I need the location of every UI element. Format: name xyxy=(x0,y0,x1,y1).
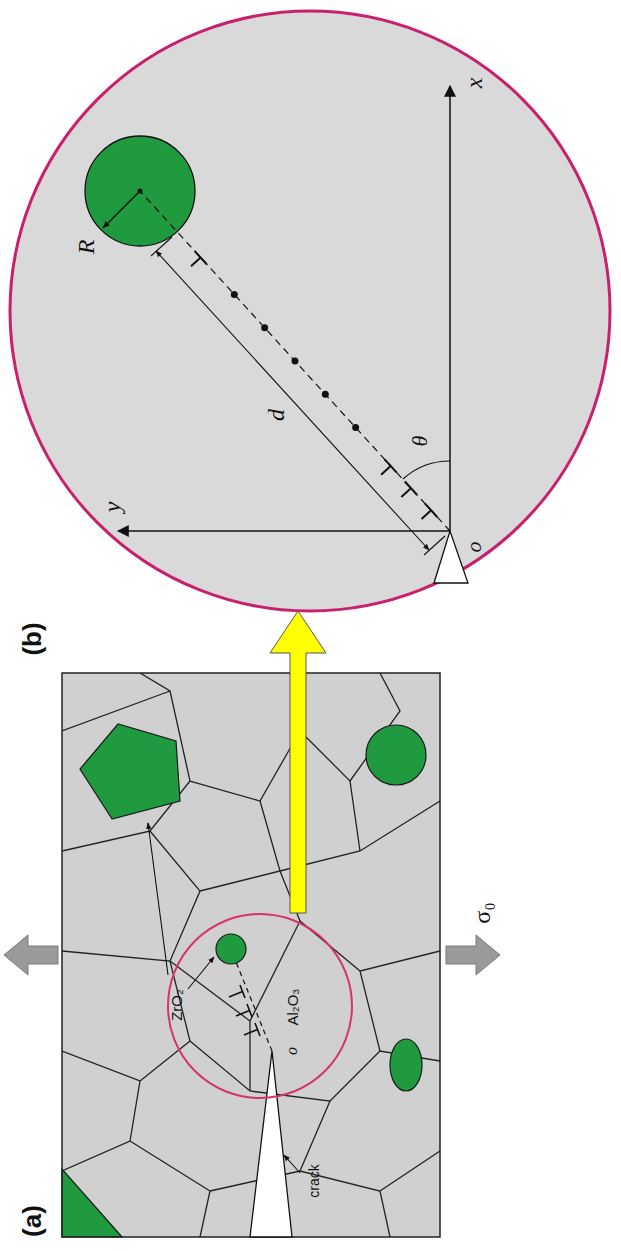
crack-tip xyxy=(434,531,468,583)
dislocation-dot xyxy=(291,358,298,365)
x-axis xyxy=(449,86,451,531)
crack-label: crack xyxy=(307,1164,321,1197)
zro2-grains xyxy=(62,724,426,1237)
dislocation-symbol xyxy=(381,459,397,474)
magnified-region xyxy=(10,11,610,611)
slip-line xyxy=(236,962,272,1051)
dislocation-dot xyxy=(231,291,238,298)
radius-arrow xyxy=(103,191,140,228)
dislocation-dot xyxy=(261,324,268,331)
dislocation-symbol xyxy=(422,504,438,519)
phase-label: ZrO₂ xyxy=(169,989,184,1021)
radius-label: R xyxy=(74,240,98,255)
dislocation-symbol xyxy=(191,251,207,266)
distance-label: d xyxy=(264,409,288,421)
dislocation-dot xyxy=(352,424,359,431)
zoom-arrow xyxy=(270,611,326,913)
axis-label: y xyxy=(100,502,124,513)
axis-label: x xyxy=(462,78,486,89)
angle-label: θ xyxy=(409,436,431,447)
origin-label: o xyxy=(284,1047,300,1055)
leader-lines xyxy=(148,823,300,1173)
angle-arc xyxy=(403,461,450,479)
phase-label: Al₂O₃ xyxy=(285,989,300,1026)
grain-boundaries xyxy=(62,673,440,1237)
y-axis xyxy=(118,530,450,532)
stress-label: σ₀ xyxy=(470,902,494,923)
panel-label: (a) xyxy=(19,1205,45,1237)
slip-line xyxy=(140,191,450,531)
zoom-circle xyxy=(168,914,352,1098)
dislocation-array xyxy=(191,251,437,519)
matrix-grains xyxy=(62,673,440,1237)
dimension-d xyxy=(151,237,445,555)
dislocation-symbols xyxy=(229,985,260,1036)
panel-label: (b) xyxy=(19,622,45,655)
dislocation-dot xyxy=(322,391,329,398)
crack xyxy=(250,1051,292,1237)
specimen-outline xyxy=(62,673,440,1237)
load-arrows xyxy=(4,935,500,975)
dislocation-symbol xyxy=(401,481,417,496)
origin-label: o xyxy=(463,542,485,553)
